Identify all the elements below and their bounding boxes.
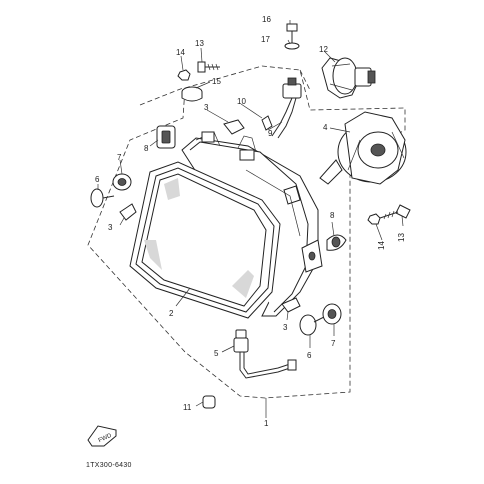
nut-14-right (367, 213, 381, 225)
callout-10: 10 (237, 97, 246, 106)
bolt-13-top (197, 61, 220, 73)
callout-6: 6 (95, 175, 100, 184)
callout-13: 13 (195, 39, 204, 48)
callout-1: 1 (264, 419, 269, 428)
callout-3-left: 3 (108, 223, 113, 232)
bulb-socket-wiring (261, 77, 302, 139)
callout-7: 7 (117, 153, 122, 162)
grommet-7-left (112, 173, 132, 191)
callout-labels: 16 17 12 14 13 15 10 3 9 4 8 7 6 3 8 14 … (95, 15, 406, 428)
callout-2: 2 (169, 309, 174, 318)
callout-14: 14 (176, 48, 185, 57)
callout-8-right: 8 (330, 211, 335, 220)
callout-13-right: 13 (397, 233, 406, 242)
bolt-13-right (379, 204, 411, 220)
callout-6-right: 6 (307, 351, 312, 360)
adjuster-8-left (156, 125, 176, 149)
callout-11: 11 (183, 403, 192, 412)
assembly-boundary-dashed (87, 65, 406, 399)
clip-3-bottom (281, 297, 301, 313)
position-bulb-11 (202, 395, 216, 409)
clip-3-left (119, 203, 137, 221)
clip-3-top (223, 119, 245, 135)
callout-9: 9 (268, 129, 273, 138)
adjuster-8-right (326, 234, 347, 251)
headlight-bulb (321, 57, 376, 99)
callout-7-right: 7 (331, 339, 336, 348)
front-direction-arrow: FWD (87, 425, 117, 447)
drawing-code: 1TX300-6430 (86, 462, 132, 469)
nut-14-top (177, 69, 191, 81)
callout-15: 15 (212, 77, 221, 86)
screw-6-right (299, 314, 327, 336)
callout-12: 12 (319, 45, 328, 54)
leader-lines (97, 20, 404, 418)
screw-6-left (90, 188, 115, 208)
headlight-lens (129, 161, 281, 319)
callout-14-right: 14 (377, 241, 386, 250)
inner-dashed-link-left (139, 87, 184, 106)
callout-4: 4 (323, 123, 328, 132)
callout-3-bottom: 3 (283, 323, 288, 332)
grommet-7-right (322, 303, 342, 325)
callout-3: 3 (204, 103, 209, 112)
callout-5: 5 (214, 349, 219, 358)
callout-8: 8 (144, 144, 149, 153)
callout-16: 16 (262, 15, 271, 24)
position-light-socket (233, 329, 297, 379)
inner-dashed-link-right (299, 69, 311, 91)
bulb-socket-cover (319, 111, 407, 185)
washer-17 (284, 42, 300, 50)
bolt-16 (286, 23, 298, 44)
callout-17: 17 (261, 35, 270, 44)
front-arrow-label: FWD (98, 433, 114, 444)
grommet-15 (181, 86, 203, 102)
